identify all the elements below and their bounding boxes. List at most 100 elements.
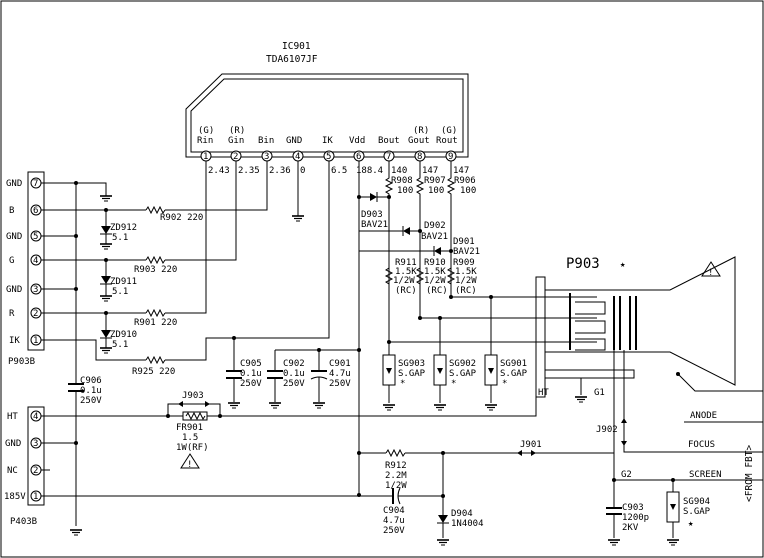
svg-text:Bin: Bin [258,136,274,146]
svg-text:Gin: Gin [228,136,244,146]
svg-text:S.GAP: S.GAP [683,507,711,517]
svg-text:B: B [9,206,14,216]
crt-drive-wires [387,295,597,355]
svg-text:1/2W: 1/2W [455,276,477,286]
svg-text:S.GAP: S.GAP [398,369,426,379]
svg-text:0.1u: 0.1u [240,369,262,379]
svg-text:2KV: 2KV [622,523,639,533]
svg-text:2: 2 [233,152,238,162]
svg-text:C901: C901 [329,359,351,369]
connector-p403b: HT GND NC 185V 4 3 2 1 P403B [4,406,78,527]
svg-text:GND: GND [6,285,22,295]
svg-text:HT: HT [538,388,549,398]
svg-text:5: 5 [33,232,38,242]
crt-ref: P903 [566,256,600,272]
svg-text:4: 4 [295,152,300,162]
svg-text:6: 6 [33,206,38,216]
svg-text:G: G [9,256,14,266]
ic-body-inner [190,78,464,153]
svg-text:250V: 250V [383,526,405,536]
b185v-line: R912 2.2M 1/2W J901 C904 4.7u 250V D904 … [41,440,614,546]
svg-text:R901 220: R901 220 [134,318,177,328]
svg-text:2.36: 2.36 [269,166,291,176]
svg-text:*: * [400,379,405,389]
svg-text:Vdd: Vdd [349,136,365,146]
svg-text:7: 7 [33,179,38,189]
svg-text:R902 220: R902 220 [160,213,203,223]
cap-c902: C902 0.1u 250V [267,350,305,409]
cap-c901: C901 4.7u 250V [310,350,351,409]
svg-text:1/2W: 1/2W [385,481,407,491]
svg-text:R907: R907 [424,176,446,186]
cap-c903: C903 1200p 2KV [606,478,649,546]
cap-c906: C906 0.1u 250V [68,376,102,406]
svg-text:★: ★ [688,519,694,529]
svg-text:R909: R909 [453,258,475,268]
svg-text:R912: R912 [385,461,407,471]
svg-text:SG904: SG904 [683,497,710,507]
svg-text:250V: 250V [240,379,262,389]
svg-text:*: * [451,379,456,389]
p903b-labels: GND B GND G GND R IK [6,179,22,346]
jumper-j902: J902 [596,418,627,446]
svg-text:R: R [9,309,15,319]
svg-text:250V: 250V [80,396,102,406]
svg-text:GND: GND [5,439,21,449]
svg-text:140: 140 [391,166,407,176]
svg-text:IK: IK [322,136,333,146]
svg-text:★: ★ [620,260,626,270]
svg-text:!: ! [708,268,713,278]
svg-text:NC: NC [7,466,18,476]
svg-text:4.7u: 4.7u [383,516,405,526]
diode-d901: D901 BAV21 [359,237,480,257]
svg-text:250V: 250V [283,379,305,389]
svg-text:Bout: Bout [378,136,400,146]
svg-text:J901: J901 [520,440,542,450]
ic-pin-voltages: 2.43 2.35 2.36 0 6.5 188.4 140 147 147 [208,166,469,176]
svg-text:0.1u: 0.1u [283,369,305,379]
p903b-pins: 7 6 5 4 3 2 1 [30,177,42,346]
svg-text:GND: GND [6,232,22,242]
svg-text:4.7u: 4.7u [329,369,351,379]
cap-c905: C905 0.1u 250V [226,336,262,409]
svg-text:HT: HT [7,412,18,422]
ic-body [185,73,469,158]
svg-text:D903: D903 [361,210,383,220]
svg-text:BAV21: BAV21 [421,232,448,242]
svg-text:0: 0 [300,166,305,176]
svg-text:SG902: SG902 [449,359,476,369]
svg-text:147: 147 [453,166,469,176]
svg-text:<FROM FBT>: <FROM FBT> [744,445,755,502]
svg-text:1.5K: 1.5K [395,267,417,277]
svg-text:3: 3 [264,152,269,162]
svg-text:185V: 185V [4,492,26,502]
svg-text:GND: GND [6,179,22,189]
svg-text:147: 147 [422,166,438,176]
ic-part: TDA6107JF [266,54,318,65]
svg-text:4: 4 [33,256,38,266]
svg-text:IK: IK [9,336,20,346]
svg-text:188.4: 188.4 [356,166,383,176]
vdd-bus [275,161,361,497]
svg-text:(G): (G) [441,126,457,136]
svg-text:1.5: 1.5 [182,433,198,443]
svg-text:G1: G1 [594,388,605,398]
svg-text:2.35: 2.35 [238,166,260,176]
svg-text:3: 3 [33,439,38,449]
svg-text:SG901: SG901 [500,359,527,369]
svg-text:C903: C903 [622,503,644,513]
svg-text:1W(RF): 1W(RF) [176,443,209,453]
svg-text:3: 3 [33,285,38,295]
svg-text:(G): (G) [198,126,214,136]
svg-text:5.1: 5.1 [112,287,128,297]
svg-text:R910: R910 [424,258,446,268]
svg-text:J903: J903 [182,391,204,401]
svg-text:5.1: 5.1 [112,233,128,243]
svg-text:Rout: Rout [436,136,458,146]
svg-text:SG903: SG903 [398,359,425,369]
svg-text:2.2M: 2.2M [385,471,407,481]
diode-d903: D903 BAV21 [359,192,391,230]
svg-text:D901: D901 [453,237,475,247]
spark-gap-sg904: SG904 S.GAP ★ [666,478,711,546]
svg-text:1N4004: 1N4004 [451,519,484,529]
